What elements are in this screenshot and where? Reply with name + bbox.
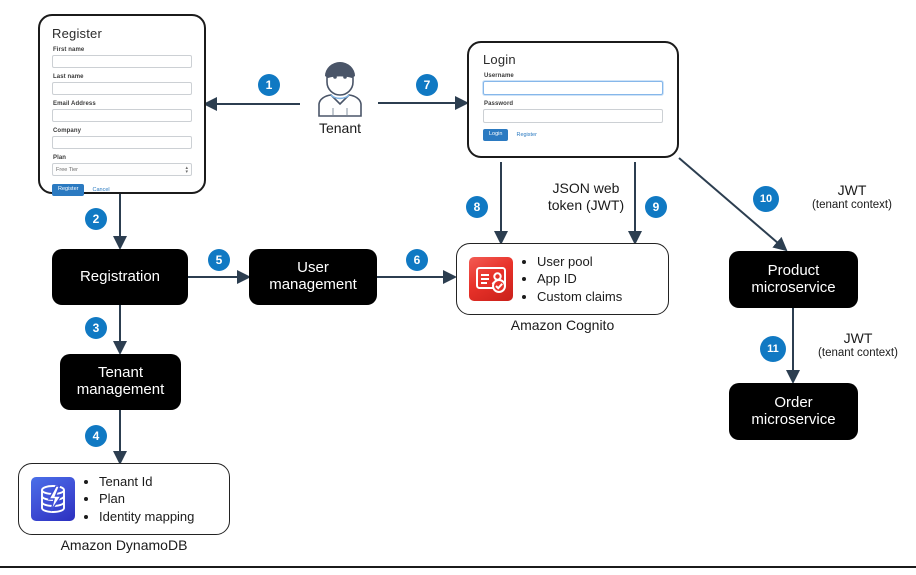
register-cancel-link[interactable]: Cancel [92,186,110,193]
bullet-item: Plan [99,490,194,507]
first-name-input[interactable] [52,55,192,68]
step-badge-6: 6 [406,249,428,271]
amazon-cognito-caption: Amazon Cognito [510,317,615,333]
annotation-jwt-10: JWT (tenant context) [790,182,914,213]
line-2: management [269,276,357,293]
line-2: (tenant context) [812,198,892,211]
service-tenant-management[interactable]: Tenant management [60,354,181,410]
field-plan: Plan Free Tier ▴▾ [52,155,192,176]
annotation-jwt-11: JWT (tenant context) [796,330,916,361]
arrow-10-login-to-product [678,157,788,252]
login-submit-button[interactable]: Login [483,129,509,141]
register-submit-button[interactable]: Register [52,184,85,196]
cognito-bullets: User pool App ID Custom claims [523,253,622,305]
line-1: User [297,259,329,277]
line-2: microservice [751,278,836,296]
field-password: Password [483,101,663,123]
password-input[interactable] [483,109,663,123]
email-address-input[interactable] [52,109,192,122]
login-title: Login [483,52,516,67]
tenant-label: Tenant [318,120,362,136]
plan-select-value: Free Tier [56,166,79,173]
field-label: Username [484,73,514,79]
step-badge-7: 7 [416,74,438,96]
login-card: Login Username Password Login Register [467,41,679,158]
username-input[interactable] [483,81,663,95]
field-label: Company [53,128,82,134]
field-first-name: First name [52,47,192,68]
company-input[interactable] [52,136,192,149]
line-1: JWT [837,182,867,198]
line-1: JWT [843,330,873,346]
service-label: Registration [79,267,161,285]
tenant-actor: Tenant [305,52,375,142]
bullet-item: Custom claims [537,288,622,305]
amazon-dynamodb-caption: Amazon DynamoDB [60,537,188,553]
service-product-microservice[interactable]: Product microservice [729,251,858,308]
bullet-item: User pool [537,253,622,270]
line-2: token (JWT) [547,196,625,213]
service-label: Order microservice [751,393,836,429]
amazon-dynamodb-icon [31,477,75,521]
amazon-cognito-card: User pool App ID Custom claims [456,243,669,315]
field-label: Last name [53,74,84,80]
amazon-cognito-icon [469,257,513,301]
field-label: Plan [53,155,67,161]
register-title: Register [52,26,103,41]
step-badge-4: 4 [85,425,107,447]
dynamodb-bullets: Tenant Id Plan Identity mapping [85,473,194,525]
line-1: JSON web [552,180,620,196]
service-label: Tenant management [76,364,165,399]
chevron-updown-icon: ▴▾ [185,164,188,175]
step-badge-1: 1 [258,74,280,96]
line-2: (tenant context) [818,346,898,359]
footer-divider [0,566,916,568]
service-label: User management [269,259,357,294]
line-1: Product [767,261,820,279]
user-icon [318,62,362,117]
login-register-link[interactable]: Register [516,131,537,138]
field-company: Company [52,128,192,149]
line-1: Tenant [97,364,144,382]
field-email-address: Email Address [52,101,192,122]
step-badge-2: 2 [85,208,107,230]
service-user-management[interactable]: User management [249,249,377,305]
last-name-input[interactable] [52,82,192,95]
step-badge-3: 3 [85,317,107,339]
service-label: Product microservice [751,261,836,297]
service-registration[interactable]: Registration [52,249,188,305]
line-1: Order [774,393,813,411]
bullet-item: App ID [537,270,622,287]
register-actions: Register Cancel [52,184,192,196]
field-label: Email Address [53,101,96,107]
bullet-item: Identity mapping [99,508,194,525]
field-username: Username [483,73,663,95]
register-card: Register First name Last name Email Addr… [38,14,206,196]
amazon-dynamodb-card: Tenant Id Plan Identity mapping [18,463,230,535]
bullet-item: Tenant Id [99,473,194,490]
annotation-jwt-center: JSON web token (JWT) [528,180,644,214]
line-2: management [76,381,165,398]
field-label: First name [53,47,85,53]
line-2: microservice [751,410,836,428]
field-label: Password [484,101,514,107]
login-actions: Login Register [483,129,663,141]
step-badge-10: 10 [753,186,779,212]
step-badge-5: 5 [208,249,230,271]
service-order-microservice[interactable]: Order microservice [729,383,858,440]
step-badge-9: 9 [645,196,667,218]
step-badge-11: 11 [760,336,786,362]
plan-select[interactable]: Free Tier ▴▾ [52,163,192,176]
step-badge-8: 8 [466,196,488,218]
field-last-name: Last name [52,74,192,95]
